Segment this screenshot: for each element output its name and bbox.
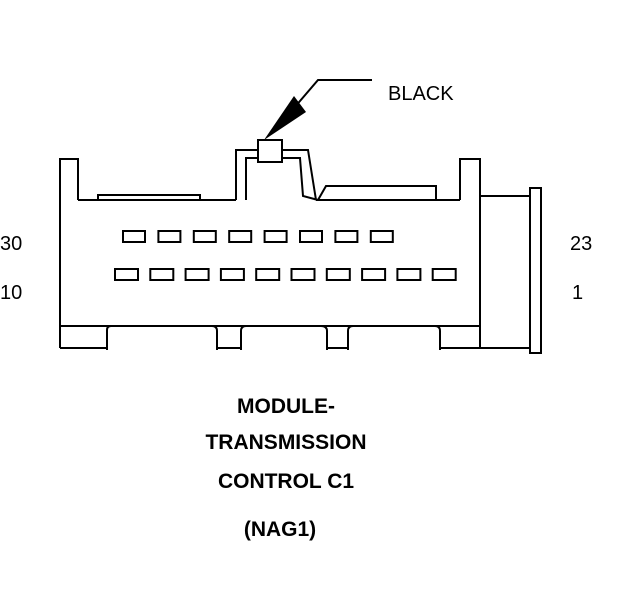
callout-color-label: BLACK: [388, 83, 454, 105]
connector-housing: [59, 139, 530, 349]
pin-cavity: [263, 230, 288, 243]
callout-arrowhead: [264, 96, 306, 140]
pin-cavity: [255, 268, 281, 281]
pin-cavity: [431, 268, 457, 281]
pin-cavity: [184, 268, 210, 281]
pin-label-1: 1: [572, 282, 583, 304]
pin-label-10: 10: [0, 282, 22, 304]
pin-cavity: [228, 230, 253, 243]
pin-label-23: 23: [570, 233, 592, 255]
pin-cavity: [299, 230, 323, 243]
pin-cavity: [192, 230, 217, 243]
connector-keys: [106, 325, 441, 350]
pin-cavity: [122, 230, 146, 243]
caption-line-2: TRANSMISSION: [205, 431, 366, 454]
caption-line-4: (NAG1): [244, 518, 316, 541]
pin-cavity: [157, 230, 182, 243]
caption-line-3: CONTROL C1: [218, 470, 354, 493]
latch-tab: [257, 139, 283, 163]
pin-label-30: 30: [0, 233, 22, 255]
cavity-row-bottom: [114, 268, 457, 281]
pin-cavity: [396, 268, 422, 281]
pin-cavity: [325, 268, 351, 281]
pin-cavity: [290, 268, 316, 281]
pin-cavity: [114, 268, 139, 281]
pin-cavity: [334, 230, 359, 243]
caption-line-1: MODULE-: [237, 395, 335, 418]
cavity-row-top: [122, 230, 394, 243]
pin-cavity: [149, 268, 175, 281]
pin-cavity: [361, 268, 387, 281]
pin-cavity: [369, 230, 394, 243]
pin-cavity: [219, 268, 245, 281]
flange-plate: [529, 187, 542, 354]
connector-side-flange: [480, 187, 542, 354]
